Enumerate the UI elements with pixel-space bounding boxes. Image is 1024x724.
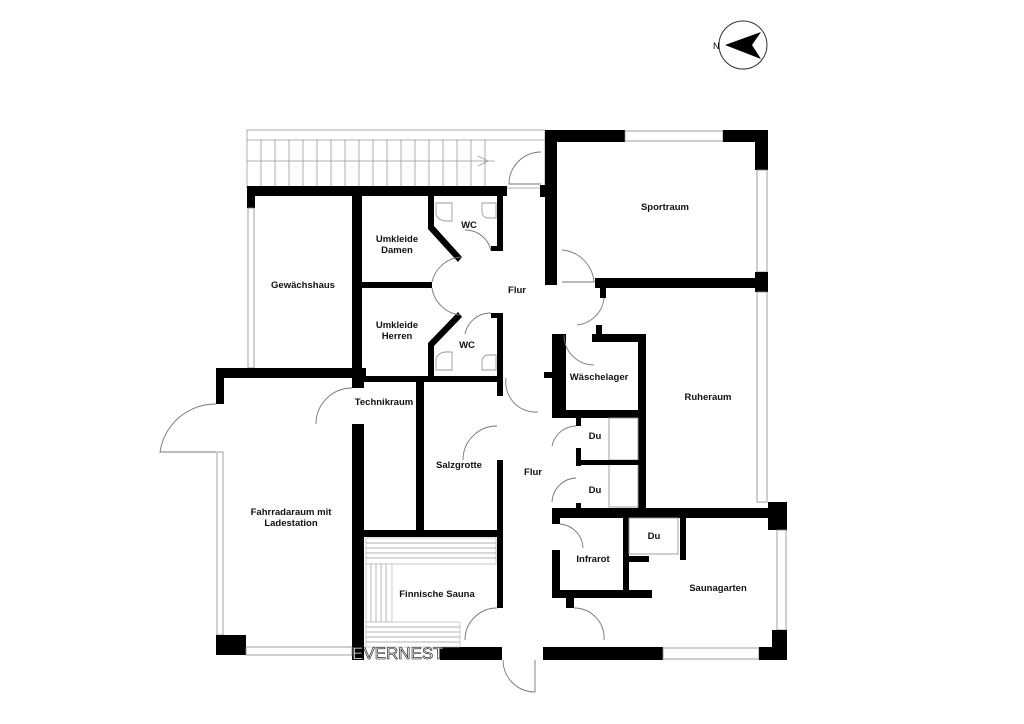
room-label-du-2: Du	[589, 485, 602, 496]
room-label-sportraum: Sportraum	[641, 202, 689, 213]
room-label-salzgrotte: Salzgrotte	[436, 460, 482, 471]
room-label-waeschelager: Wäschelager	[570, 372, 629, 383]
room-label-ruheraum: Ruheraum	[685, 392, 732, 403]
room-label-finnische-sauna: Finnische Sauna	[399, 589, 475, 600]
room-label-wc-bottom: WC	[459, 340, 475, 351]
room-label-gewaechshaus: Gewächshaus	[271, 280, 335, 291]
room-label-technikraum: Technikraum	[355, 397, 413, 408]
room-label-du-1: Du	[589, 431, 602, 442]
svg-text:N: N	[713, 41, 720, 51]
room-label-saunagarten: Saunagarten	[689, 583, 747, 594]
toilet-fixtures	[435, 202, 497, 371]
room-label-umkleide-damen-2: Damen	[381, 245, 413, 256]
room-label-infrarot: Infrarot	[576, 554, 610, 565]
compass-north-icon: N	[713, 20, 768, 70]
room-label-umkleide-herren-1: Umkleide	[376, 320, 418, 331]
room-label-fahrradaraum-1: Fahrradaraum mit	[251, 507, 333, 518]
doors	[159, 151, 605, 693]
evernest-watermark: EVERNEST	[352, 644, 444, 663]
room-labels: Gewächshaus Umkleide Damen Umkleide Herr…	[251, 202, 747, 600]
room-label-flur-top: Flur	[508, 285, 526, 296]
staircase	[246, 129, 546, 189]
room-label-du-3: Du	[648, 531, 661, 542]
sauna-benches	[365, 537, 497, 648]
room-label-wc-top: WC	[461, 220, 477, 231]
room-label-umkleide-herren-2: Herren	[382, 331, 413, 342]
room-label-umkleide-damen-1: Umkleide	[376, 234, 418, 245]
walls	[216, 130, 787, 660]
room-label-fahrradaraum-2: Ladestation	[264, 518, 318, 529]
room-label-flur-bottom: Flur	[524, 467, 542, 478]
